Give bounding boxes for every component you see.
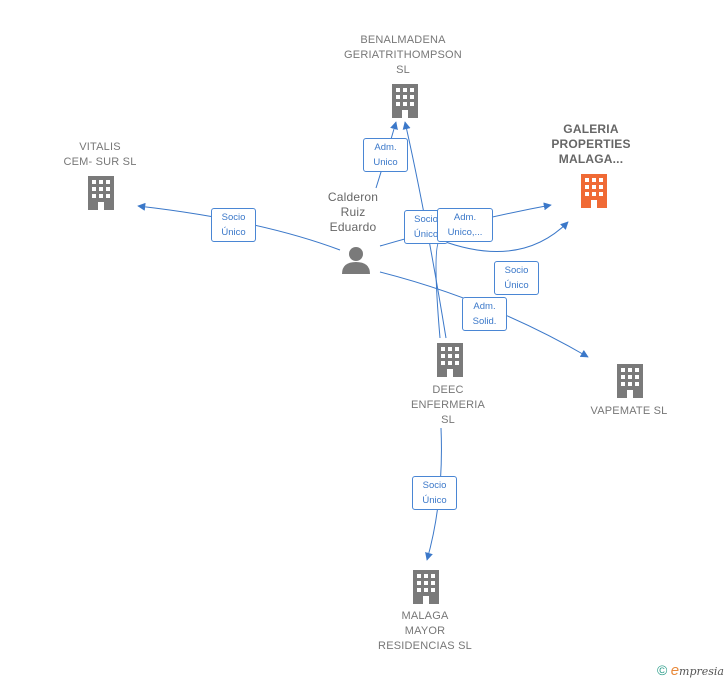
node-malaga-label[interactable]: MALAGA MAYOR RESIDENCIAS SL [378,610,472,652]
building-icon[interactable] [411,570,441,604]
edge-label-socio-vitalis[interactable]: Socio Único [211,208,256,242]
node-vitalis-label[interactable]: VITALIS CEM- SUR SL [63,141,137,168]
node-person-label[interactable]: Calderon Ruiz Eduardo [327,190,379,234]
edge-label-socio-malaga[interactable]: Socio Único [412,476,457,510]
edge-label-adm-benalmadena[interactable]: Adm. Unico [363,138,408,172]
building-icon[interactable] [435,343,465,377]
copyright-icon: © [657,662,668,678]
copyright-footer: © empresia [657,662,724,679]
brand-logo-text: mpresia [679,665,724,678]
node-galeria-label[interactable]: GALERIA PROPERTIES MALAGA... [551,122,631,166]
person-icon[interactable] [341,246,371,274]
building-icon[interactable] [390,84,420,118]
edge-label-socio-deec-galeria[interactable]: Socio Único [494,261,539,295]
building-icon[interactable] [86,176,116,210]
edge-label-adm-vapemate[interactable]: Adm. Solid. [462,297,507,331]
brand-logo-initial: e [670,662,680,679]
edge-label-adm-galeria[interactable]: Adm. Unico,... [437,208,493,242]
building-icon[interactable] [615,364,645,398]
node-deec-label[interactable]: DEEC ENFERMERIA SL [410,384,486,426]
node-benalmadena-label[interactable]: BENALMADENA GERIATRITHOMPSON SL [344,34,462,76]
node-vapemate-label[interactable]: VAPEMATE SL [590,405,668,417]
building-icon[interactable] [579,174,609,208]
